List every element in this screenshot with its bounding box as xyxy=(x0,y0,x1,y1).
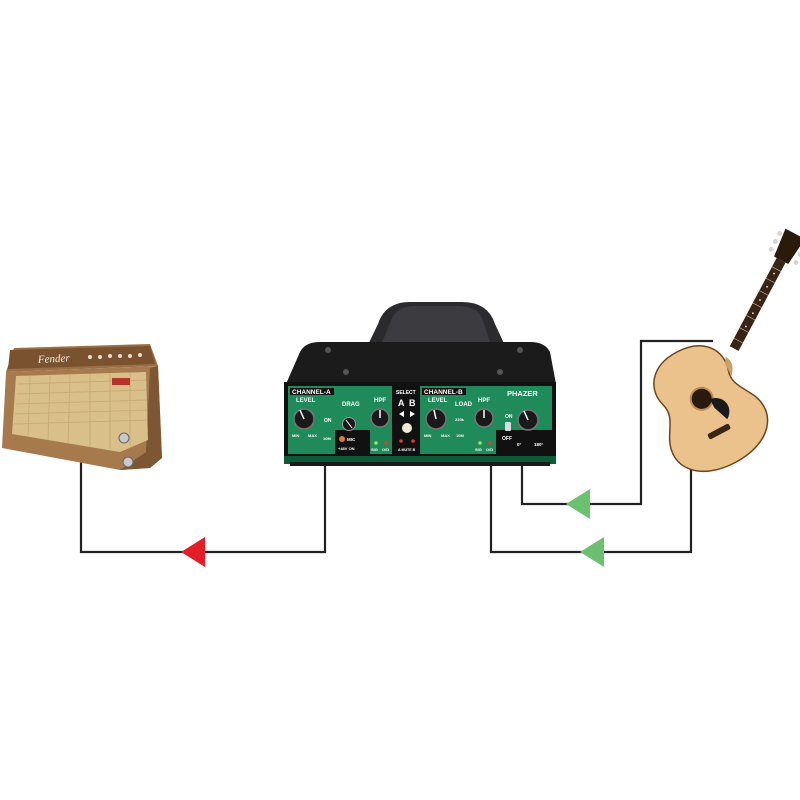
load-220k-label: 220k xyxy=(455,417,465,422)
select-left-icon xyxy=(399,411,404,417)
phantom-label: +48V ON xyxy=(338,446,355,451)
phazer-device: CHANNEL-A CHANNEL-B LEVEL MIN MAX DRAG O… xyxy=(284,302,556,466)
output-arrow xyxy=(181,537,205,567)
guitar-tuner-icon xyxy=(777,230,783,236)
guitar-headstock xyxy=(774,228,800,265)
brand-label: PHAZER xyxy=(507,389,538,398)
select-b-label: B xyxy=(409,398,416,408)
channel-b-od-led xyxy=(488,441,492,445)
drag-on-label: ON xyxy=(324,418,332,424)
phazer-switch[interactable] xyxy=(505,422,511,431)
channel-a-level-label: LEVEL xyxy=(296,398,316,404)
channel-b-od-label: O/D xyxy=(486,447,493,452)
select-right-icon xyxy=(410,411,415,417)
select-a-label: A xyxy=(398,398,405,408)
channel-a-sig-led xyxy=(374,441,378,445)
channel-b-hpf-label: HPF xyxy=(478,398,490,404)
input-arrow-lower xyxy=(580,537,604,567)
channel-a-max-label: MAX xyxy=(308,433,317,438)
acoustic-guitar xyxy=(653,228,800,472)
load-label: LOAD xyxy=(455,402,473,408)
phazer-on-label: ON xyxy=(505,414,513,420)
channel-a-od-led xyxy=(384,441,388,445)
guitar-soundhole xyxy=(689,386,714,411)
channel-a-sig-label: SIG xyxy=(371,447,378,452)
channel-b-label: CHANNEL-B xyxy=(424,389,463,396)
channel-b-sig-led xyxy=(478,441,482,445)
channel-a-od-label: O/D xyxy=(382,447,389,452)
select-panel xyxy=(394,386,420,454)
amplifier: Fender xyxy=(2,344,162,470)
mute-b-led xyxy=(411,439,415,443)
mic-switch[interactable] xyxy=(339,436,345,442)
amp-cabinet-shade xyxy=(120,366,162,470)
amp-logo: Fender xyxy=(37,352,71,366)
load-10m-label: 10M xyxy=(456,433,464,438)
mute-label: A MUTE B xyxy=(398,448,416,452)
drag-label: DRAG xyxy=(342,402,360,408)
channel-b-min-label: MIN xyxy=(424,433,431,438)
phazer-off-label: OFF xyxy=(502,436,512,442)
phazer-0-label: 0° xyxy=(517,442,522,447)
drag-10m-label: 10M xyxy=(323,436,331,441)
channel-a-min-label: MIN xyxy=(292,433,299,438)
guitar-body xyxy=(653,345,769,472)
guitar-bridge xyxy=(707,423,731,440)
channel-b-max-label: MAX xyxy=(441,433,450,438)
phazer-180-label: 180° xyxy=(534,442,544,447)
channel-a-hpf-label: HPF xyxy=(374,398,386,404)
input-arrow-upper xyxy=(566,489,590,519)
select-button[interactable] xyxy=(402,423,412,433)
select-label: SELECT xyxy=(396,390,416,396)
guitar-neck xyxy=(729,257,786,351)
channel-b-level-label: LEVEL xyxy=(428,398,448,404)
wire-input-upper xyxy=(520,339,713,506)
channel-b-sig-label: SIG xyxy=(475,447,482,452)
guitar-pickguard xyxy=(709,398,730,420)
mic-label: MIC xyxy=(347,437,356,442)
device-top xyxy=(286,342,556,384)
mute-a-led xyxy=(399,439,403,443)
channel-a-label: CHANNEL-A xyxy=(292,389,331,396)
amp-foot-icon xyxy=(118,432,130,444)
